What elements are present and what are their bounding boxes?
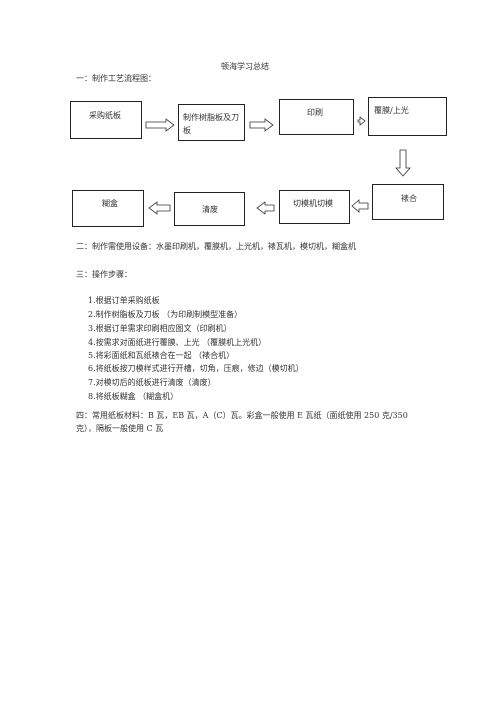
arrow-right-icon	[357, 116, 366, 126]
arrow-down-icon	[395, 149, 411, 177]
section3-heading: 三：操作步骤：	[76, 270, 132, 279]
section2-text: 二：制作需使用设备：水墨印刷机，覆膜机，上光机，裱瓦机，模切机，糊盒机	[76, 242, 356, 251]
flow-box-clear-waste: 清废	[174, 192, 245, 226]
step-6: 6.将纸板按刀模样式进行开槽，切角，压痕，修边（模切机）	[88, 364, 304, 373]
page-title: 顿海学习总结	[221, 62, 269, 71]
arrow-left-icon	[256, 201, 275, 215]
step-7: 7.对模切后的纸板进行清废（清废）	[88, 378, 216, 387]
arrow-right-icon	[145, 118, 175, 132]
arrow-left-icon	[148, 201, 171, 215]
flow-box-die-cut: 切模机切模	[279, 190, 350, 224]
section4-line2: 克），隔板一般使用 C 瓦	[76, 424, 164, 433]
step-5: 5.将彩面纸和瓦纸裱合在一起 （裱合机）	[88, 351, 235, 360]
section4-line1: 四：常用纸板材料：B 瓦，EB 瓦，A（C）瓦。彩盒一般使用 E 瓦纸（面纸使用…	[76, 411, 408, 420]
section1-heading: 一：制作工艺流程图：	[76, 74, 156, 83]
flow-box-make-plate: 制作树脂板及刀板	[178, 104, 245, 141]
step-2: 2.制作树脂板及刀板 （为印刷制模型准备）	[88, 310, 243, 319]
flow-box-glue-box: 糊盒	[72, 190, 144, 227]
arrow-left-icon	[351, 199, 369, 213]
step-8: 8.将纸板糊盒 （糊盒机）	[88, 392, 179, 401]
step-4: 4.按需求对面纸进行覆膜、上光 （覆膜机上光机）	[88, 338, 267, 347]
flow-box-mount: 裱合	[372, 184, 444, 220]
flow-box-printing: 印刷	[279, 99, 354, 135]
step-1: 1.根据订单采购纸板	[88, 296, 160, 305]
flow-box-laminate: 覆膜/上光	[368, 97, 447, 136]
step-3: 3.根据订单需求印刷相应图文（印刷机）	[88, 324, 232, 333]
arrow-right-icon	[249, 118, 274, 132]
flow-box-purchase-board: 采购纸板	[70, 101, 142, 139]
